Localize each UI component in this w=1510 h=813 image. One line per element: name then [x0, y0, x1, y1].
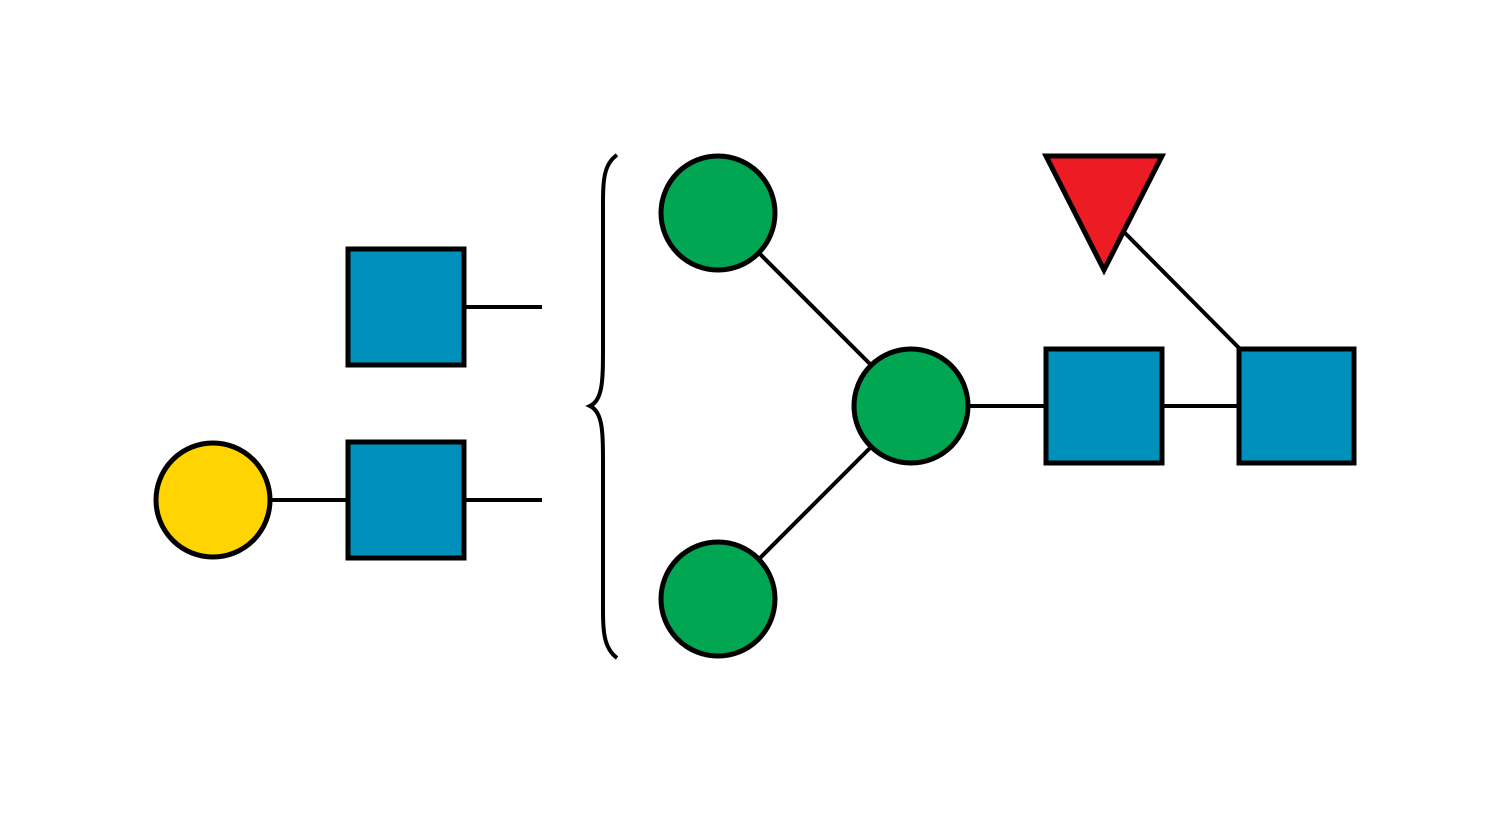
- mannose-circle: [658, 153, 778, 273]
- glcnac-square: [345, 246, 467, 368]
- galactose-circle: [153, 440, 273, 560]
- glcnac-square-reducing: [1236, 346, 1357, 466]
- mannose-circle-central: [851, 346, 971, 466]
- fucose-triangle: [1041, 153, 1167, 276]
- antenna-bracket: [585, 153, 619, 660]
- mannose-circle: [658, 539, 778, 659]
- glcnac-square: [345, 439, 467, 561]
- linkage-lines: [270, 230, 1242, 560]
- link-man-top-central: [758, 252, 872, 366]
- glcnac-square: [1043, 346, 1165, 466]
- link-man-bottom-central: [758, 446, 872, 560]
- link-fucose-glcnac2: [1122, 230, 1242, 351]
